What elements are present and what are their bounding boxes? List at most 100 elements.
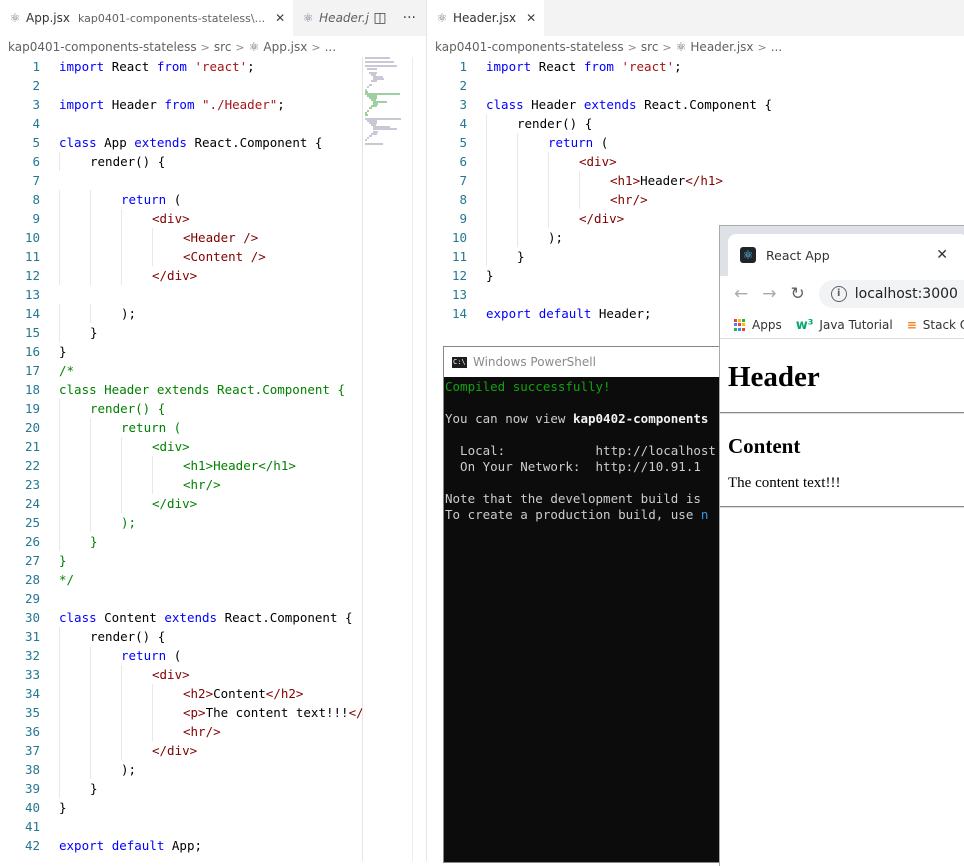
bookmark-stack-overflow[interactable]: ≡ Stack O [907, 318, 964, 332]
code-line[interactable]: 36<hr/> [0, 722, 426, 741]
code-text: ); [548, 230, 564, 245]
code-line[interactable]: 13 [427, 285, 964, 304]
code-line[interactable]: 41 [0, 817, 426, 836]
page-heading-content: Content [728, 434, 801, 458]
code-line[interactable]: 33<div> [0, 665, 426, 684]
info-icon[interactable]: i [830, 286, 847, 302]
code-text: } [59, 553, 67, 568]
reload-icon[interactable]: ↻ [790, 284, 805, 304]
code-line[interactable]: 12} [427, 266, 964, 285]
code-line[interactable]: 7<h1>Header</h1> [427, 171, 964, 190]
minimap[interactable] [362, 57, 413, 861]
code-line[interactable]: 21<div> [0, 437, 426, 456]
code-line[interactable]: 8<hr/> [427, 190, 964, 209]
code-line[interactable]: 38); [0, 760, 426, 779]
line-number: 7 [32, 173, 40, 188]
browser-tab-strip: ⚛ React App ✕ [720, 226, 964, 276]
code-line[interactable]: 14); [0, 304, 426, 323]
code-line[interactable]: 23<hr/> [0, 475, 426, 494]
tab-app-jsx[interactable]: ⚛ App.jsx kap0401-components-stateless\.… [0, 0, 294, 36]
browser-tab[interactable]: ⚛ React App ✕ [728, 234, 964, 276]
code-line[interactable]: 34<h2>Content</h2> [0, 684, 426, 703]
bookmark-apps[interactable]: Apps [734, 318, 782, 332]
code-line[interactable]: 17/* [0, 361, 426, 380]
close-icon[interactable]: ✕ [526, 11, 537, 25]
code-line[interactable]: 16} [0, 342, 426, 361]
split-editor-icon[interactable]: ◫ [373, 10, 387, 26]
code-line[interactable]: 15} [0, 323, 426, 342]
browser-window[interactable]: ⚛ React App ✕ ← → ↻ i localhost:3000 App… [719, 225, 964, 866]
code-line[interactable]: 22<h1>Header</h1> [0, 456, 426, 475]
code-line[interactable]: 29 [0, 589, 426, 608]
line-number: 2 [32, 78, 40, 93]
breadcrumb-item[interactable]: ... [324, 40, 337, 54]
breadcrumb-item[interactable]: App.jsx [263, 40, 308, 54]
forward-arrow-icon[interactable]: → [762, 284, 777, 304]
code-line[interactable]: 25); [0, 513, 426, 532]
code-line[interactable]: 10<Header /> [0, 228, 426, 247]
code-line[interactable]: 39} [0, 779, 426, 798]
close-icon[interactable]: ✕ [936, 247, 948, 263]
code-text: <Content /> [183, 249, 266, 264]
code-line[interactable]: 35<p>The content text!!!</ [0, 703, 426, 722]
indent-guide [517, 190, 518, 209]
close-icon[interactable]: ✕ [275, 11, 286, 25]
code-line[interactable]: 7 [0, 171, 426, 190]
tab-header-jsx-preview[interactable]: ⚛ Header.j [293, 0, 377, 36]
minimap-line [365, 65, 398, 68]
code-line[interactable]: 4 [0, 114, 426, 133]
code-line[interactable]: 26} [0, 532, 426, 551]
code-line[interactable]: 27} [0, 551, 426, 570]
breadcrumb-item[interactable]: src [213, 40, 232, 54]
terminal-output[interactable]: Compiled successfully! You can now view … [444, 377, 734, 523]
vertical-scrollbar[interactable] [412, 57, 426, 861]
powershell-window[interactable]: C:\ Windows PowerShell Compiled successf… [443, 346, 735, 863]
code-line[interactable]: 12</div> [0, 266, 426, 285]
code-line[interactable]: 10); [427, 228, 964, 247]
back-arrow-icon[interactable]: ← [734, 284, 749, 304]
indent-guide [121, 437, 122, 456]
code-line[interactable]: 2 [427, 76, 964, 95]
code-line[interactable]: 11} [427, 247, 964, 266]
powershell-title-bar[interactable]: C:\ Windows PowerShell [444, 347, 734, 377]
minimap-line [367, 136, 369, 139]
code-line[interactable]: 6<div> [427, 152, 964, 171]
code-line[interactable]: 11<Content /> [0, 247, 426, 266]
breadcrumb-item[interactable]: Header.jsx [690, 40, 754, 54]
breadcrumb-item[interactable]: kap0401-components-stateless [435, 40, 624, 54]
code-line[interactable]: 2 [0, 76, 426, 95]
tab-header-jsx[interactable]: ⚛ Header.jsx ✕ [427, 0, 545, 36]
address-bar[interactable]: i localhost:3000 [818, 280, 964, 308]
breadcrumb-item[interactable]: ... [770, 40, 783, 54]
code-line[interactable]: 40} [0, 798, 426, 817]
code-line[interactable]: 9</div> [427, 209, 964, 228]
bookmark-java-tutorial[interactable]: w³ Java Tutorial [796, 318, 893, 333]
code-line[interactable]: 13 [0, 285, 426, 304]
breadcrumb-item[interactable]: src [640, 40, 659, 54]
breadcrumb-item[interactable]: kap0401-components-stateless [8, 40, 197, 54]
code-line[interactable]: 28*/ [0, 570, 426, 589]
code-line[interactable]: 9<div> [0, 209, 426, 228]
code-line[interactable]: 37</div> [0, 741, 426, 760]
more-actions-icon[interactable]: ··· [402, 10, 416, 26]
code-line[interactable]: 24</div> [0, 494, 426, 513]
